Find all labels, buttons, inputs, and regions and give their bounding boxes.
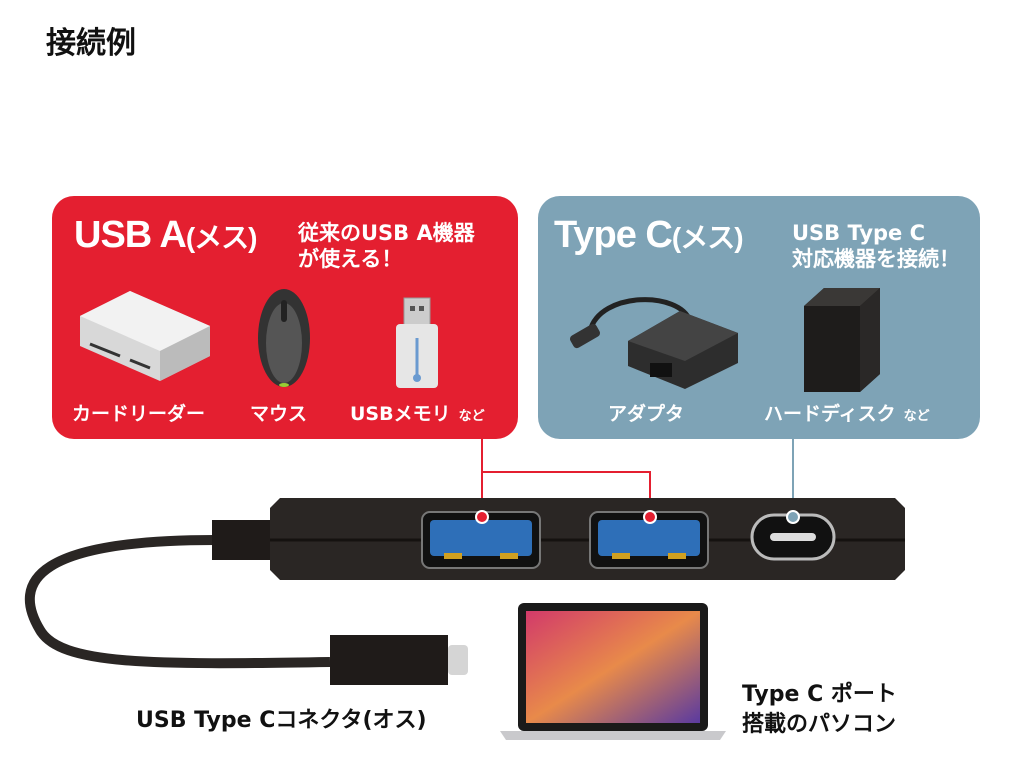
cable <box>24 520 468 685</box>
hard-disk-label: ハードディスクなど <box>764 403 930 425</box>
laptop <box>500 603 726 740</box>
adapter-icon <box>569 297 738 389</box>
usb-memory-label: USBメモリなど <box>350 403 485 425</box>
card-reader-icon <box>80 291 210 381</box>
card-reader-label: カードリーダー <box>72 403 206 425</box>
page-title: 接続例 <box>46 26 136 61</box>
pc-label: Type C ポート搭載のパソコン <box>742 682 897 737</box>
type-c-heading: Type C(メス) <box>554 214 744 256</box>
adapter-label: アダプタ <box>608 403 685 425</box>
usb-a-heading: USB A(メス) <box>74 214 257 256</box>
mouse-icon <box>258 289 310 387</box>
hard-disk-icon <box>804 288 880 392</box>
usb-a-description: 従来のUSB A機器が使える！ <box>298 221 475 271</box>
usb-memory-icon <box>396 297 438 388</box>
mouse-label: マウス <box>250 403 308 425</box>
usb-hub <box>270 498 905 580</box>
usb-a-panel: USB A(メス) 従来のUSB A機器が使える！ カードリーダー マウス US… <box>52 196 518 439</box>
connector-label: USB Type Cコネクタ(オス) <box>136 708 427 733</box>
